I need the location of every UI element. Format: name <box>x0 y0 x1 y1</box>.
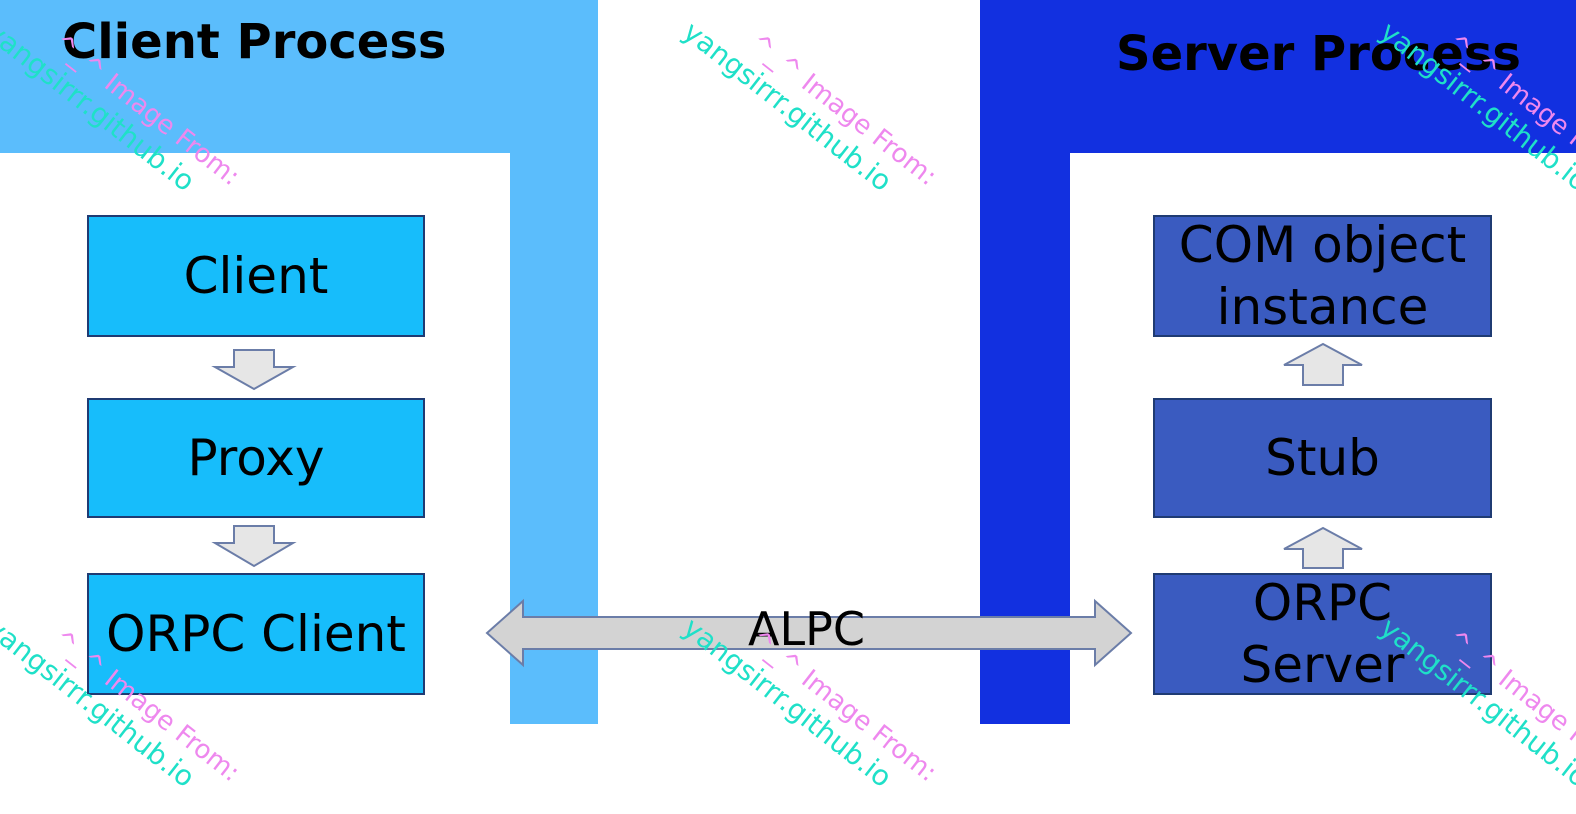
orpc-client-box: ORPC Client <box>87 573 425 695</box>
stub-box: Stub <box>1153 398 1492 518</box>
down-arrow-icon <box>211 349 297 391</box>
proxy-box: Proxy <box>87 398 425 518</box>
client-box: Client <box>87 215 425 337</box>
com-object-instance-box: COM object instance <box>1153 215 1492 337</box>
server-process-title: Server Process <box>1116 26 1521 82</box>
client-process-title: Client Process <box>62 14 447 70</box>
up-arrow-icon <box>1283 526 1363 569</box>
orpc-server-box: ORPC Server <box>1153 573 1492 695</box>
alpc-label: ALPC <box>748 602 865 656</box>
down-arrow-icon <box>211 525 297 568</box>
up-arrow-icon <box>1283 342 1363 386</box>
diagram-arrows <box>211 342 1363 668</box>
alpc-double-arrow-icon <box>485 598 1133 668</box>
